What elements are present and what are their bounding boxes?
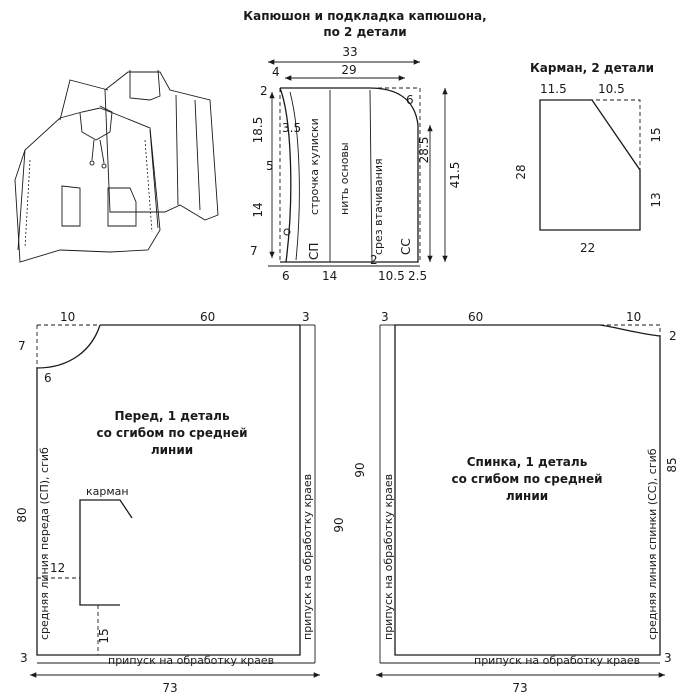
back-label-hem-allowance: припуск на обработку краев [474, 654, 640, 667]
hood-dim-top-right: 6 [406, 93, 414, 107]
front-dim-width-top: 60 [200, 310, 215, 324]
pocket-dim-left: 28 [514, 164, 528, 179]
front-label-pocket: карман [86, 485, 129, 498]
hood-dim-top-offset: 4 [272, 65, 280, 79]
front-title-line2: со сгибом по средней [96, 426, 247, 440]
hood-label-drawstring: строчка кулиски [308, 118, 321, 215]
back-dim-total-width: 73 [512, 681, 527, 695]
front-dim-height: 80 [15, 507, 29, 522]
hood-title-line1: Капюшон и подкладка капюшона, [243, 9, 486, 23]
front-dim-total-width: 73 [162, 681, 177, 695]
front-label-side-allowance: припуск на обработку краев [301, 474, 314, 640]
hood-label-seam-edge: срез втачивания [372, 158, 385, 255]
hood-label-ss: СС [399, 238, 413, 255]
pocket-dim-top-left: 11.5 [540, 82, 567, 96]
hood-dim-h-mid: 5 [266, 159, 274, 173]
hood-dim-total-h: 41.5 [448, 162, 462, 189]
back-dim-side-h: 90 [353, 462, 367, 477]
pocket-dim-right-upper: 15 [649, 127, 663, 142]
back-label-side-allowance: припуск на обработку краев [382, 474, 395, 640]
back-dim-neck-h: 2 [669, 329, 677, 343]
front-dim-hem: 3 [20, 651, 28, 665]
back-dim-width-top: 60 [468, 310, 483, 324]
hood-dim-h-lower: 14 [251, 202, 265, 217]
hood-title-line2: по 2 детали [323, 25, 406, 39]
front-dim-pocket-offset: 12 [50, 561, 65, 575]
pocket-pattern: Карман, 2 детали 11.5 10.5 15 13 28 22 [514, 61, 663, 255]
pocket-dim-top-right: 10.5 [598, 82, 625, 96]
poncho-illustration [14, 69, 219, 263]
front-dim-neck-small: 6 [44, 371, 52, 385]
pocket-title: Карман, 2 детали [530, 61, 654, 75]
front-pattern: 10 60 3 7 6 Перед, 1 деталь со сгибом по… [15, 310, 346, 695]
back-title-line3: линии [506, 489, 548, 503]
front-dim-corner: 3 [302, 310, 310, 324]
hood-dim-h-upper: 18.5 [251, 117, 265, 144]
hood-pattern: Капюшон и подкладка капюшона, по 2 детал… [243, 9, 486, 283]
hood-dim-bottom-left: 6 [282, 269, 290, 283]
front-dim-neck-w: 10 [60, 310, 75, 324]
hood-label-sp: СП [307, 243, 321, 260]
hood-dim-curve-depth: 3.5 [282, 121, 301, 135]
hood-dim-right-h: 28.5 [417, 137, 431, 164]
hood-label-grain: нить основы [338, 142, 351, 215]
hood-dim-total-width: 33 [342, 45, 357, 59]
front-label-center-fold: средняя линия переда (СП), сгиб [38, 447, 51, 640]
back-title-line2: со сгибом по средней [451, 472, 602, 486]
hood-dim-top-left: 2 [260, 84, 268, 98]
back-label-center-fold: средняя линия спинки (СС), сгиб [646, 448, 659, 640]
hood-dim-inner-width: 29 [341, 63, 356, 77]
back-dim-height: 85 [665, 457, 679, 472]
back-dim-corner: 3 [381, 310, 389, 324]
front-dim-side-h: 90 [332, 517, 346, 532]
front-label-hem-allowance: припуск на обработку краев [108, 654, 274, 667]
hood-dim-bottom-mid: 14 [322, 269, 337, 283]
back-dim-neck-w: 10 [626, 310, 641, 324]
front-dim-pocket-from-hem: 15 [97, 628, 111, 643]
pocket-dim-right-lower: 13 [649, 192, 663, 207]
hood-dim-bottom-right: 10.5 [378, 269, 405, 283]
back-dim-hem: 3 [664, 651, 672, 665]
front-title-line3: линии [151, 443, 193, 457]
pocket-dim-bottom: 22 [580, 241, 595, 255]
front-title-line1: Перед, 1 деталь [114, 409, 230, 423]
hood-dim-bottom-end: 2.5 [408, 269, 427, 283]
hood-dim-bottom-seam: 2 [370, 253, 378, 267]
hood-dim-h-bottom: 7 [250, 244, 258, 258]
front-dim-neck-h: 7 [18, 339, 26, 353]
back-title-line1: Спинка, 1 деталь [467, 455, 588, 469]
back-pattern: 3 60 10 2 Спинка, 1 деталь со сгибом по … [353, 310, 679, 695]
